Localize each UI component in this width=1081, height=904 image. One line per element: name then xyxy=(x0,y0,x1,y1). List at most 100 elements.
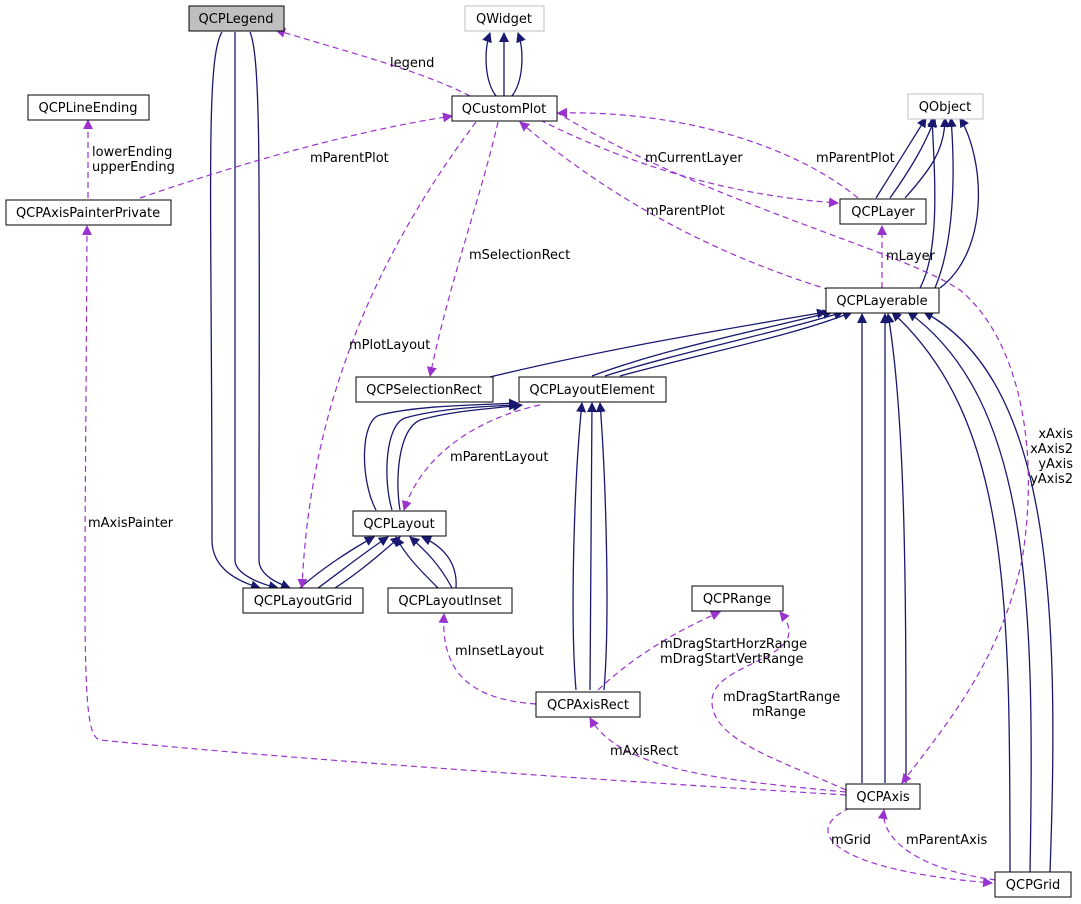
edge-qcpgrid-qcplayerable xyxy=(907,311,1032,873)
node-qcplayoutinset[interactable]: QCPLayoutInset xyxy=(387,587,513,614)
edge-label-upper-ending: upperEnding xyxy=(92,160,175,175)
edge-qcplegend-qcplayoutgrid xyxy=(209,31,261,591)
edge-qcustomplot-qwidget xyxy=(482,32,497,97)
node-qcpaxispainterprivate[interactable]: QCPAxisPainterPrivate xyxy=(5,199,172,226)
edge-mselectionrect xyxy=(426,121,499,377)
edge-qcplayer-qobject xyxy=(889,117,937,199)
edge-label-mlayer: mLayer xyxy=(886,249,936,264)
edge-qcplayer-qobject xyxy=(875,117,927,199)
edge-qcplayoutelement-qcplayerable xyxy=(591,309,833,377)
edge-mparentaxis xyxy=(877,809,997,881)
node-label: QCPLayer xyxy=(851,205,915,220)
edge-label-mrange: mRange xyxy=(752,705,806,720)
edge-qcplayoutelement-qcplayerable xyxy=(619,310,853,377)
edge-label-mparentaxis: mParentAxis xyxy=(906,833,987,848)
edge-label-mdragstarthorzrange: mDragStartHorzRange xyxy=(660,637,807,652)
edge-label-mcurrentlayer: mCurrentLayer xyxy=(645,151,743,166)
edge-qcpaxis-qcplayerable xyxy=(884,313,907,784)
edge-label-xaxis: xAxis xyxy=(1038,427,1073,442)
edge-label-mselectionrect: mSelectionRect xyxy=(469,248,570,263)
edge-qcplegend-qcplayoutgrid xyxy=(234,32,279,591)
node-label: QCPLineEnding xyxy=(38,101,137,116)
edge-qcplayout-qcplayoutelement xyxy=(363,398,519,511)
node-qcpgrid[interactable]: QCPGrid xyxy=(994,871,1072,898)
edge-label-mparentplot-layerable: mParentPlot xyxy=(646,204,725,219)
node-label: QCPAxisRect xyxy=(547,698,629,713)
edge-label-mparentplot-axispainter: mParentPlot xyxy=(310,151,389,166)
node-label: QCPLayout xyxy=(363,517,434,532)
node-label: QCustomPlot xyxy=(462,102,547,117)
node-qcplayer[interactable]: QCPLayer xyxy=(839,198,927,225)
edge-qcplayoutinset-qcplayout xyxy=(395,536,439,589)
edge-minsetlayout xyxy=(438,613,537,705)
node-label: QCPAxisPainterPrivate xyxy=(16,206,160,221)
edge-mcurrentlayer xyxy=(539,119,839,208)
node-label: QCPLegend xyxy=(199,12,274,27)
node-label: QObject xyxy=(919,100,972,115)
edge-label-maxispainter: mAxisPainter xyxy=(88,516,174,531)
node-qcplineending[interactable]: QCPLineEnding xyxy=(27,94,150,121)
node-label: QCPGrid xyxy=(1006,878,1060,893)
edge-label-maxisrect: mAxisRect xyxy=(610,744,678,759)
edge-label-mdragstartvertrange: mDragStartVertRange xyxy=(660,652,804,667)
edge-labels: legend lowerEnding upperEnding mParentPl… xyxy=(88,56,1073,848)
edge-maxisrect xyxy=(589,717,847,793)
edge-qcplayer-qobject xyxy=(904,117,950,199)
edge-qcpselectionrect-qcplayerable xyxy=(485,308,827,379)
edge-mparentplot-layerable xyxy=(519,121,831,291)
edge-qcplayerable-qobject xyxy=(934,117,957,289)
edge-label-legend: legend xyxy=(390,56,434,71)
node-label: QCPSelectionRect xyxy=(366,383,482,398)
node-label: QCPLayoutInset xyxy=(398,594,501,609)
edge-qcplayout-qcplayoutelement xyxy=(397,401,523,511)
node-qcplayout[interactable]: QCPLayout xyxy=(352,510,447,537)
node-qcustomplot[interactable]: QCustomPlot xyxy=(451,95,558,122)
edge-label-mparentlayout: mParentLayout xyxy=(450,450,548,465)
edge-mparentlayout xyxy=(401,404,541,511)
edge-label-mdragstartrange: mDragStartRange xyxy=(723,690,840,705)
edge-label-mgrid: mGrid xyxy=(831,833,871,848)
node-label: QCPLayoutGrid xyxy=(254,594,353,609)
edge-label-minsetlayout: mInsetLayout xyxy=(455,644,544,659)
usage-edges xyxy=(81,27,1029,888)
edge-qcplayoutinset-qcplayout xyxy=(409,536,453,589)
edge-qcustomplot-qwidget xyxy=(511,32,526,97)
node-label: QCPRange xyxy=(703,592,771,607)
edge-qcplayoutinset-qcplayout xyxy=(421,536,457,589)
edge-label-lower-ending: lowerEnding xyxy=(92,145,172,160)
edge-qcpaxisrect-qcplayoutelement xyxy=(586,402,597,691)
node-label: QCPAxis xyxy=(856,790,910,805)
node-qcpselectionrect[interactable]: QCPSelectionRect xyxy=(355,376,494,403)
edge-qcpgrid-qcplayerable xyxy=(923,311,1054,873)
edge-label-mparentplot-layer: mParentPlot xyxy=(816,151,895,166)
edge-mdragstart-range xyxy=(711,611,847,791)
edge-qcplayoutgrid-qcplayout xyxy=(334,536,401,589)
node-qcpaxisrect[interactable]: QCPAxisRect xyxy=(535,691,641,718)
edge-qcpaxisrect-qcplayoutelement xyxy=(595,402,608,691)
node-label: QWidget xyxy=(476,12,532,27)
edge-axes xyxy=(555,111,1029,784)
class-nodes: QCPLegend QWidget QCPLineEnding QCustomP… xyxy=(5,5,1072,898)
edge-qcplayoutgrid-qcplayout xyxy=(299,536,375,589)
node-qcplegend[interactable]: QCPLegend xyxy=(188,5,285,32)
edge-qcplayerable-qobject xyxy=(919,117,938,289)
edge-label-mplotlayout: mPlotLayout xyxy=(349,338,430,353)
node-qcpaxis[interactable]: QCPAxis xyxy=(845,783,921,810)
edge-label-yaxis2: yAxis2 xyxy=(1030,472,1073,487)
node-qcplayerable[interactable]: QCPLayerable xyxy=(825,287,940,314)
edge-mdragstart-horz-vert xyxy=(597,610,721,691)
node-qobject[interactable]: QObject xyxy=(907,93,984,120)
node-qcplayoutgrid[interactable]: QCPLayoutGrid xyxy=(242,587,364,614)
node-qcprange[interactable]: QCPRange xyxy=(691,585,784,612)
node-label: QCPLayoutElement xyxy=(529,383,654,398)
edge-legend xyxy=(275,27,471,97)
edge-label-xaxis2: xAxis2 xyxy=(1030,442,1073,457)
edge-qcpgrid-qcplayerable xyxy=(891,311,1011,873)
edge-maxispainter xyxy=(81,225,847,796)
edge-qcplegend-qcplayoutgrid xyxy=(249,31,291,590)
node-qcplayoutelement[interactable]: QCPLayoutElement xyxy=(518,376,667,403)
node-qwidget[interactable]: QWidget xyxy=(464,5,545,32)
edge-mparentplot-layer xyxy=(557,107,859,199)
edge-qcplayoutgrid-qcplayout xyxy=(317,536,389,589)
